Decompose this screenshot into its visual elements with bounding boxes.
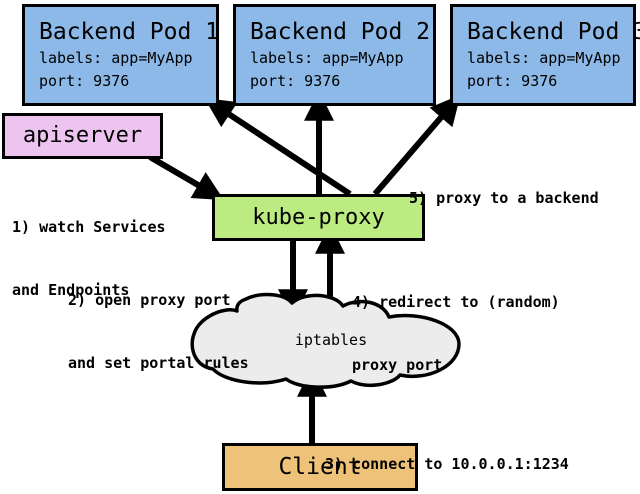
kube-proxy-label: kube-proxy	[252, 204, 385, 230]
client-node[interactable]: Client	[222, 443, 418, 491]
backend-pod-2[interactable]: Backend Pod 2 labels: app=MyApp port: 93…	[233, 4, 436, 106]
iptables-label: iptables	[294, 331, 368, 349]
client-label: Client	[278, 453, 362, 480]
iptables-node[interactable]: iptables	[190, 294, 466, 386]
edge-label-step1: 1) watch Services and Endpoints	[12, 175, 166, 343]
backend-pod-1-labels: labels: app=MyApp	[39, 48, 193, 67]
backend-pod-3[interactable]: Backend Pod 3 labels: app=MyApp port: 93…	[450, 4, 640, 106]
backend-pod-1[interactable]: Backend Pod 1 labels: app=MyApp port: 93…	[22, 4, 219, 106]
edge-label-step2-line2: and set portal rules	[68, 354, 249, 372]
edge-label-step5: 5) proxy to a backend	[409, 146, 599, 251]
edge-label-step1-line1: 1) watch Services	[12, 218, 166, 236]
edge-label-step2: 2) open proxy port and set portal rules	[68, 248, 249, 416]
edge-label-step4: 4) redirect to (random) proxy port	[352, 250, 560, 418]
backend-pod-1-title: Backend Pod 1	[39, 18, 220, 45]
edge-label-step1-line2: and Endpoints	[12, 281, 130, 299]
apiserver-label: apiserver	[22, 123, 143, 148]
edge-label-step5-line1: 5) proxy to a backend	[409, 189, 599, 207]
edge-label-step2-line1: 2) open proxy port	[68, 291, 231, 309]
edge-label-step4-line1: 4) redirect to (random)	[352, 293, 560, 311]
apiserver-node[interactable]: apiserver	[2, 113, 163, 159]
edge-label-step4-line2: proxy port	[352, 356, 443, 374]
backend-pod-1-port: port: 9376	[39, 71, 130, 90]
backend-pod-2-labels: labels: app=MyApp	[250, 48, 404, 67]
arrow-kubeproxy-to-pod1	[204, 98, 352, 197]
backend-pod-3-title: Backend Pod 3	[467, 18, 640, 45]
backend-pod-2-title: Backend Pod 2	[250, 18, 431, 45]
backend-pod-3-labels: labels: app=MyApp	[467, 48, 621, 67]
backend-pod-3-port: port: 9376	[467, 71, 558, 90]
edge-label-step3: 3) connect to 10.0.0.1:1234	[325, 412, 569, 494]
kube-proxy-node[interactable]: kube-proxy	[212, 194, 425, 241]
backend-pod-2-port: port: 9376	[250, 71, 341, 90]
edge-label-step3-line1: 3) connect to 10.0.0.1:1234	[325, 455, 569, 473]
